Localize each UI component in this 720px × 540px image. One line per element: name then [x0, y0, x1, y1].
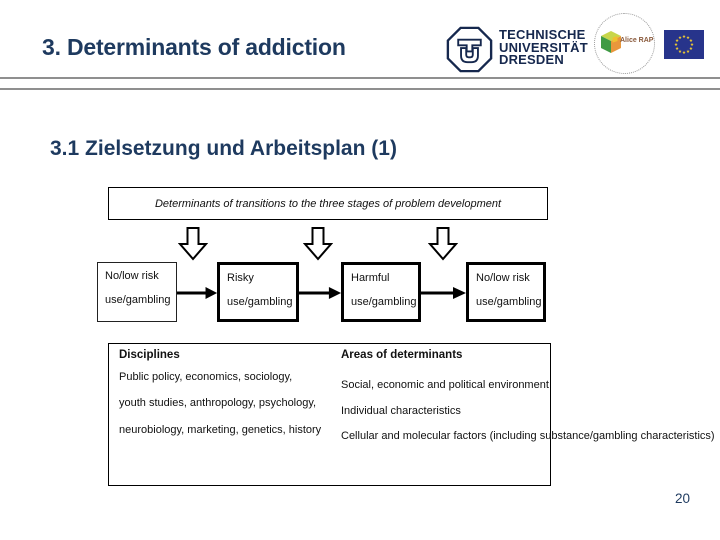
- stage-label: No/low risk: [105, 270, 159, 282]
- section-heading: 3.1 Zielsetzung und Arbeitsplan (1): [50, 137, 397, 160]
- areas-line: Cellular and molecular factors (includin…: [341, 430, 715, 442]
- alice-rap-cube-icon: [601, 31, 621, 53]
- page-number: 20: [675, 491, 691, 506]
- diagram-caption: Determinants of transitions to the three…: [154, 197, 502, 210]
- tu-wordmark-line: DRESDEN: [499, 52, 564, 67]
- stage-sublabel: use/gambling: [105, 294, 171, 306]
- disciplines-line: Public policy, economics, sociology,: [119, 371, 293, 383]
- disciplines-line: neurobiology, marketing, genetics, histo…: [119, 424, 322, 436]
- tu-dresden-logo-icon: [446, 26, 493, 73]
- header-divider-bottom: [0, 88, 720, 90]
- down-arrow-icon: [178, 227, 208, 261]
- areas-line: Social, economic and political environme…: [341, 379, 549, 391]
- right-arrow-icon: [299, 287, 342, 299]
- table-header-areas: Areas of determinants: [341, 349, 463, 361]
- stage-sublabel: use/gambling: [476, 296, 542, 308]
- areas-line: Individual characteristics: [341, 405, 461, 417]
- alice-rap-label: Alice RAP: [620, 37, 654, 44]
- eu-flag-icon: [664, 30, 704, 59]
- stage-box-no-low-risk-2: No/low risk use/gambling: [466, 262, 546, 322]
- determinants-table: Disciplines Areas of determinants Public…: [108, 343, 715, 486]
- tu-dresden-wordmark: TECHNISCHE UNIVERSITÄT DRESDEN: [499, 27, 588, 67]
- tu-wordmark-line: TECHNISCHE: [499, 27, 586, 42]
- page-title: 3. Determinants of addiction: [42, 34, 346, 60]
- table-header-disciplines: Disciplines: [119, 349, 180, 361]
- stage-label: Harmful: [351, 272, 390, 284]
- disciplines-line: youth studies, anthropology, psychology,: [119, 397, 317, 409]
- stage-box-no-low-risk-1: No/low risk use/gambling: [97, 262, 177, 322]
- stage-box-risky: Risky use/gambling: [217, 262, 299, 322]
- diagram-caption-box: Determinants of transitions to the three…: [108, 187, 548, 220]
- stage-sublabel: use/gambling: [227, 296, 293, 308]
- stage-label: Risky: [227, 272, 254, 284]
- stage-label: No/low risk: [476, 272, 530, 284]
- right-arrow-icon: [177, 287, 218, 299]
- stage-box-harmful: Harmful use/gambling: [341, 262, 421, 322]
- stage-sublabel: use/gambling: [351, 296, 417, 308]
- down-arrow-icon: [303, 227, 333, 261]
- right-arrow-icon: [421, 287, 466, 299]
- down-arrow-icon: [428, 227, 458, 261]
- header-divider-top: [0, 77, 720, 79]
- tu-wordmark-line: UNIVERSITÄT: [499, 39, 588, 55]
- alice-rap-logo: Alice RAP: [594, 13, 655, 74]
